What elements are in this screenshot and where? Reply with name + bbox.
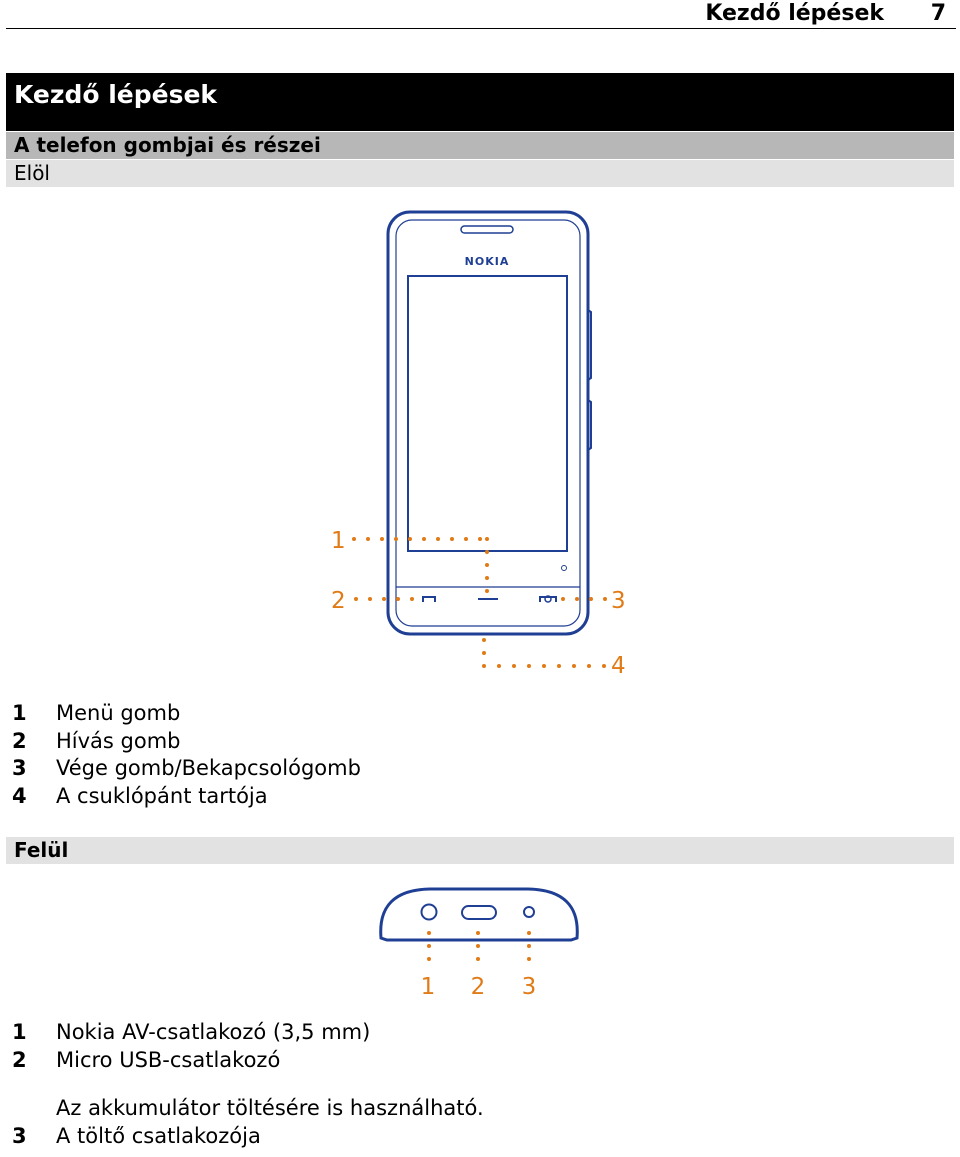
subsection-heading-front: Elöl: [6, 160, 954, 187]
phone-inner-bezel: [395, 219, 581, 627]
side-lock-key: [587, 399, 592, 451]
subsection-title-front: Elöl: [14, 161, 50, 185]
item-label: Vége gomb/Bekapcsológomb: [56, 756, 361, 780]
phone-body-outline: [386, 210, 590, 636]
phone-top-outline: [379, 887, 579, 942]
running-header-title: Kezdő lépések: [705, 1, 884, 26]
item-label: A csuklópánt tartója: [56, 783, 268, 808]
page-number: 7: [930, 1, 946, 26]
item-number: 2: [12, 1047, 27, 1072]
callout-label-1: 1: [331, 528, 346, 554]
item-label: Hívás gomb: [56, 728, 181, 753]
item-number: 1: [12, 1020, 27, 1044]
subsection-heading-top: Felül: [6, 837, 954, 864]
item-label: Micro USB-csatlakozó: [56, 1047, 281, 1072]
top-callout-label-3: 3: [522, 974, 537, 1000]
section-title: A telefon gombjai és részei: [14, 133, 321, 157]
end-key-icon: [539, 596, 557, 602]
chapter-heading: Kezdő lépések: [6, 73, 954, 131]
item-label: A töltő csatlakozója: [56, 1124, 261, 1148]
side-volume-key: [587, 309, 592, 381]
top-callout-dots: [427, 931, 531, 961]
item-number: 1: [12, 701, 27, 725]
earpiece-icon: [460, 225, 514, 234]
light-sensor-icon: [561, 565, 567, 571]
item-number: 3: [12, 1124, 27, 1148]
callout-label-3: 3: [611, 588, 626, 614]
phone-top-figure: 1 2 3: [379, 887, 579, 1000]
item-label: Menü gomb: [56, 701, 181, 725]
subsection-title-top: Felül: [14, 838, 69, 862]
top-callout-label-1: 1: [421, 974, 436, 1000]
top-callout-label-2: 2: [471, 974, 486, 1000]
av-jack-icon: [420, 903, 438, 921]
item-number: 4: [12, 783, 27, 808]
usb-port-icon: [461, 905, 497, 920]
phone-screen: [407, 275, 568, 552]
nokia-logo: NOKIA: [465, 255, 510, 268]
charger-port-icon: [523, 906, 535, 918]
running-header: Kezdő lépések 7: [0, 0, 960, 30]
header-rule: [6, 28, 956, 29]
item-number: 3: [12, 756, 27, 780]
chapter-title: Kezdő lépések: [14, 80, 218, 109]
power-icon: [544, 595, 552, 603]
section-heading: A telefon gombjai és részei: [6, 132, 954, 159]
callout-label-4: 4: [611, 653, 626, 679]
callout-label-2: 2: [331, 588, 346, 614]
call-key-icon: [422, 596, 436, 602]
callout-dots: [352, 537, 607, 668]
phone-front-figure: NOKIA 1 2 3 4: [331, 210, 626, 679]
item-number: 2: [12, 728, 27, 753]
usb-note: Az akkumulátor töltésére is használható.: [56, 1096, 484, 1120]
item-label: Nokia AV-csatlakozó (3,5 mm): [56, 1020, 371, 1044]
